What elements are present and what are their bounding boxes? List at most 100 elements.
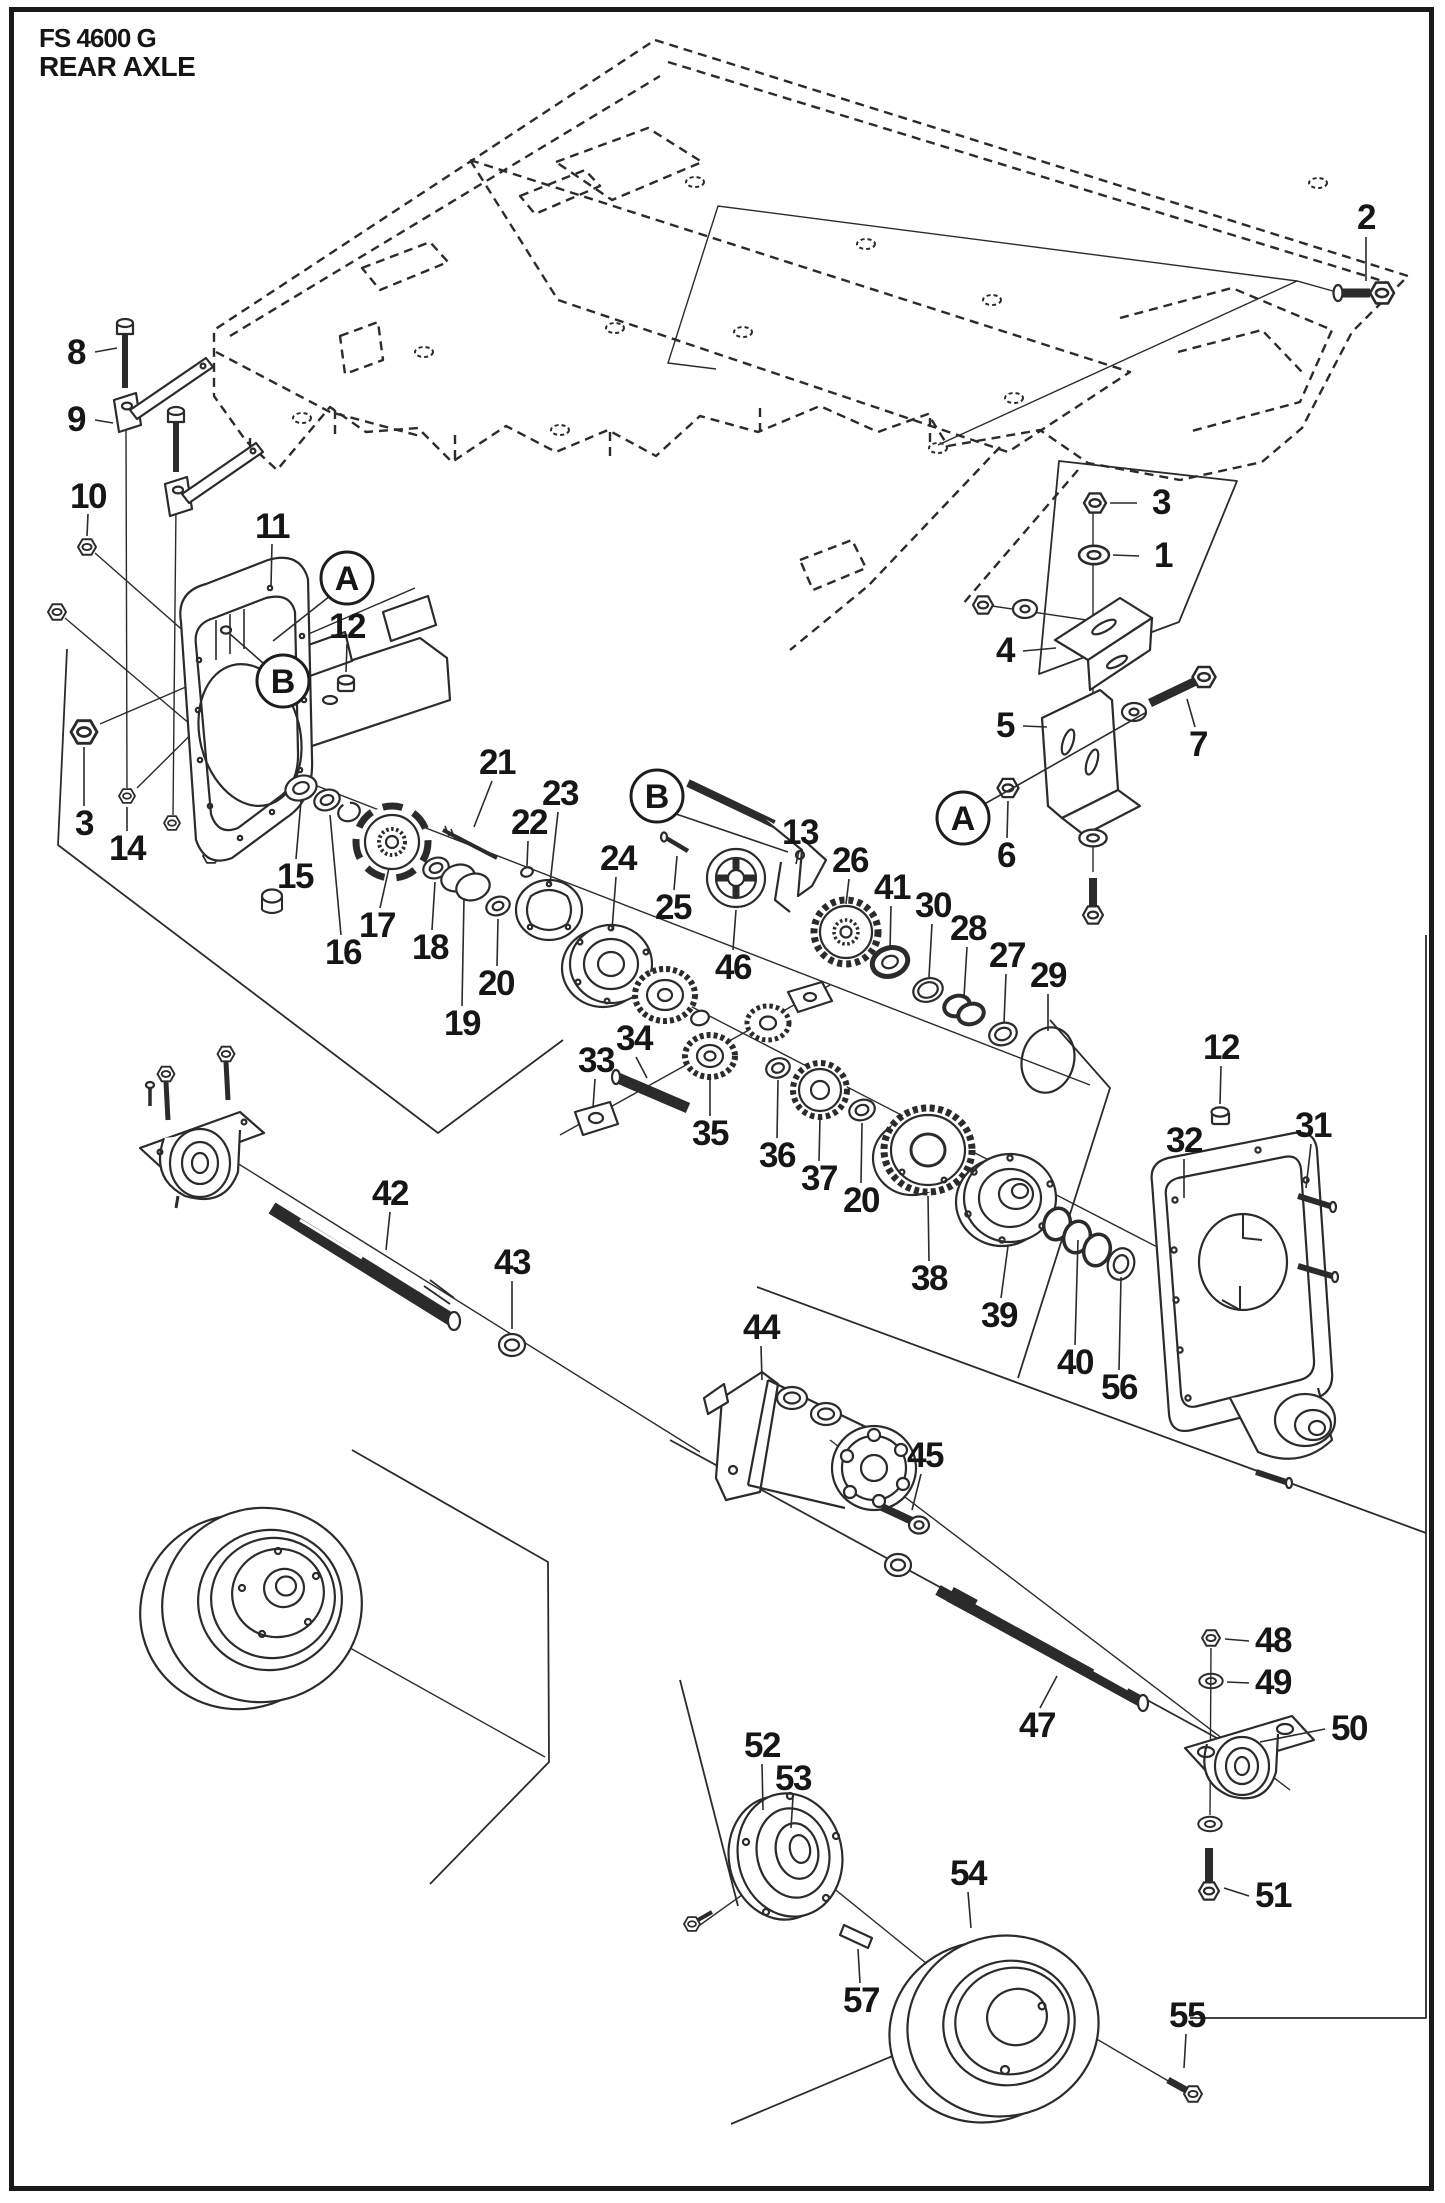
- coupling-flange-17: [352, 802, 432, 882]
- svg-text:A: A: [335, 560, 360, 598]
- callout-38: 38: [911, 1259, 948, 1298]
- callout-42: 42: [372, 1174, 409, 1213]
- rings-19: [440, 863, 491, 902]
- svg-text:A: A: [951, 800, 976, 838]
- callout-33: 33: [578, 1041, 615, 1080]
- bracket-5: [1040, 688, 1142, 837]
- stud-head-a: [163, 815, 181, 831]
- bolt-below-bracket: [1081, 878, 1105, 925]
- callout-1: 1: [1154, 536, 1173, 575]
- snap-ring-30: [912, 977, 944, 1003]
- seal-rings-40: [1041, 1206, 1113, 1268]
- callout-39: 39: [981, 1296, 1018, 1335]
- axle-shaft-47: [935, 1585, 1150, 1713]
- leader-lines: [83, 237, 1367, 2069]
- washer-16: [313, 788, 341, 812]
- washer-36: [765, 1057, 791, 1079]
- bolt-51: [1197, 1848, 1221, 1901]
- coupling-23: [514, 878, 584, 942]
- callout-32: 32: [1166, 1121, 1203, 1160]
- cross-shaft-34: [610, 1068, 691, 1114]
- callout-15: 15: [277, 857, 314, 896]
- plug-12-left: [336, 674, 356, 693]
- gear-26: [810, 896, 882, 968]
- title-block: FS 4600 G REAR AXLE: [39, 23, 196, 83]
- callout-56: 56: [1101, 1368, 1138, 1407]
- o-ring-29: [1020, 1026, 1076, 1094]
- callout-25: 25: [655, 888, 692, 927]
- callout-11: 11: [255, 507, 291, 546]
- angle-bracket-4: [1053, 596, 1154, 692]
- callout-45: 45: [907, 1436, 944, 1475]
- callout-34: 34: [616, 1019, 653, 1058]
- shift-rail-fork-13: [686, 779, 828, 913]
- plug-12-right: [1210, 1106, 1231, 1126]
- detail-marker-A: A: [319, 550, 375, 606]
- lock-nut-10: [77, 538, 97, 556]
- callout-18: 18: [412, 928, 449, 967]
- thrust-ring: [690, 1009, 710, 1027]
- carriage-bolt-8b: [166, 405, 186, 472]
- callout-52: 52: [744, 1726, 781, 1765]
- clamp-block-9b: [163, 475, 194, 518]
- bevel-gear-35: [682, 1032, 738, 1080]
- callout-48: 48: [1255, 1621, 1292, 1660]
- callout-43: 43: [494, 1243, 531, 1282]
- callout-37: 37: [801, 1159, 838, 1198]
- callout-7: 7: [1189, 725, 1208, 764]
- detail-marker-B: B: [629, 768, 685, 824]
- grease-fitting: [683, 1910, 713, 1932]
- callout-35: 35: [692, 1114, 729, 1153]
- callout-14: 14: [109, 829, 146, 868]
- callout-27: 27: [989, 936, 1026, 975]
- ring-27: [988, 1021, 1018, 1047]
- callout-47: 47: [1019, 1706, 1056, 1745]
- callout-3: 3: [75, 804, 94, 843]
- thrust-block-33: [573, 1100, 620, 1137]
- spider-pinion: [744, 1003, 792, 1043]
- ring-20a: [485, 895, 511, 917]
- bearing-unit-50: [1183, 1647, 1316, 1816]
- chassis-deck-dashed: [212, 38, 1410, 651]
- detail-markers: A B B A: [255, 550, 991, 846]
- section-name: REAR AXLE: [39, 51, 196, 83]
- callout-36: 36: [759, 1136, 796, 1175]
- callout-3: 3: [1152, 483, 1171, 522]
- detail-marker-B: B: [255, 653, 311, 709]
- model-name: FS 4600 G: [39, 23, 157, 53]
- washer-1: [1077, 544, 1111, 566]
- gear-37: [790, 1060, 850, 1120]
- nut-washer-pair: [971, 595, 1039, 620]
- callout-6: 6: [997, 836, 1016, 875]
- nut-14: [118, 788, 136, 804]
- rail-bar-lower: [180, 441, 265, 505]
- callout-24: 24: [600, 839, 637, 878]
- washer-50b: [1197, 1815, 1223, 1833]
- hub-flange-39: [954, 1152, 1058, 1248]
- callout-46: 46: [715, 948, 752, 987]
- callout-44: 44: [743, 1308, 780, 1347]
- rail-bar-upper: [128, 356, 215, 421]
- thrust-block-upper: [786, 980, 834, 1014]
- lock-nut-left: [47, 603, 67, 621]
- callout-20: 20: [843, 1181, 880, 1220]
- callout-30: 30: [915, 886, 952, 925]
- callout-16: 16: [325, 933, 362, 972]
- callout-49: 49: [1255, 1663, 1292, 1702]
- bolt-7: [1120, 665, 1217, 723]
- callout-53: 53: [775, 1759, 812, 1798]
- axle-housing-32: [1150, 1131, 1340, 1490]
- ring-56: [1106, 1247, 1136, 1281]
- bevel-gear-large: [632, 966, 698, 1024]
- bearing-unit-upper: [138, 1045, 266, 1209]
- pin-25: [659, 831, 690, 853]
- o-ring-45b: [883, 1552, 913, 1578]
- bearing-41: [869, 945, 911, 979]
- clamp-block-9: [112, 391, 143, 434]
- callout-13: 13: [782, 813, 819, 852]
- flange-24: [560, 923, 654, 1009]
- wheel-hub-53: [727, 1791, 844, 1921]
- callout-12: 12: [1203, 1028, 1240, 1067]
- callout-9: 9: [67, 400, 86, 439]
